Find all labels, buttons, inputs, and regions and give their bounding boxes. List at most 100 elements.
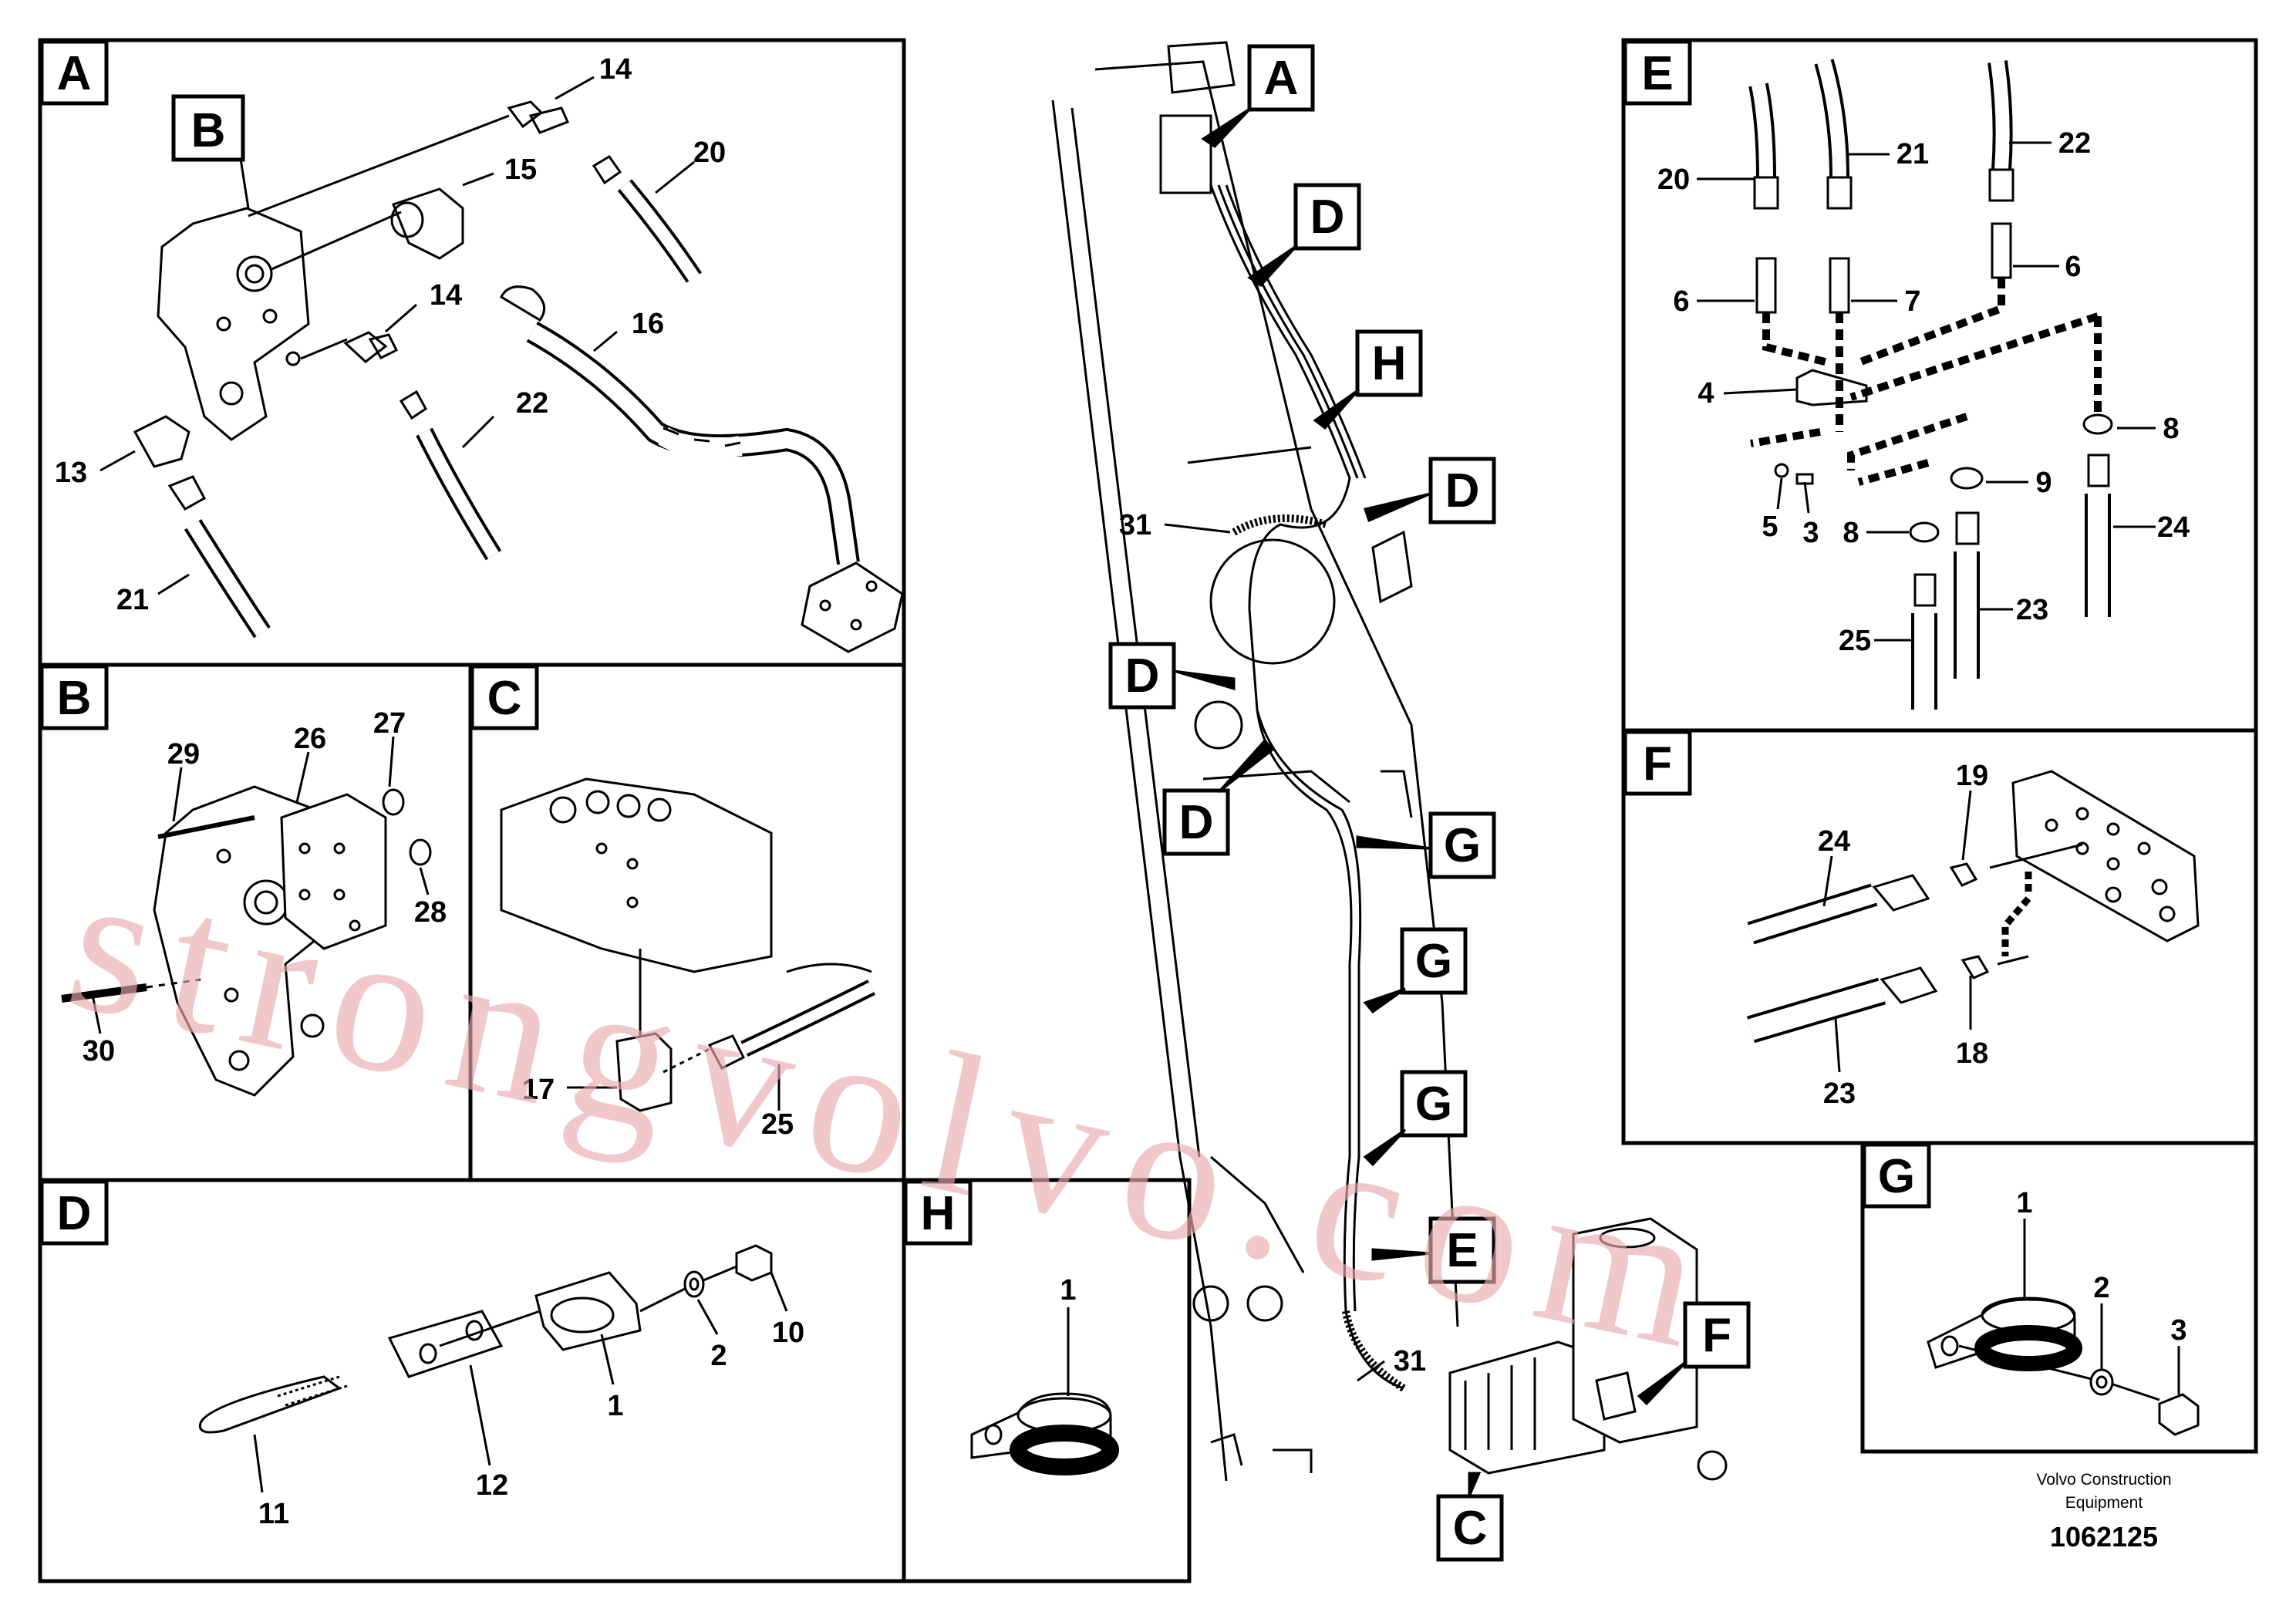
- part-label: 19: [1956, 760, 1988, 792]
- part-label: 10: [772, 1317, 804, 1349]
- credit-line-2: Equipment: [2065, 1494, 2143, 1512]
- overview-callout-e: E: [1446, 1224, 1478, 1277]
- part-label: 20: [693, 137, 726, 169]
- panel-a-title: A: [57, 47, 92, 100]
- part-label: 17: [522, 1074, 555, 1106]
- overview-callout-d: D: [1310, 191, 1345, 244]
- part-label: 21: [116, 584, 149, 616]
- part-label: 22: [2058, 127, 2091, 160]
- part-label: 6: [1673, 285, 1689, 318]
- part-label: 7: [1904, 285, 1920, 318]
- panel-c-leaders: [567, 1064, 781, 1111]
- panel-h-drawing: [970, 1392, 1119, 1475]
- overview-callout-d: D: [1179, 796, 1214, 849]
- overview-callout-f: F: [1702, 1309, 1731, 1362]
- panel-a-drawing: [133, 94, 904, 653]
- panel-h-frame: [902, 1178, 1192, 1583]
- overview-callout-boxes: [1108, 44, 1751, 1562]
- panel-g-leaders: [2023, 1219, 2180, 1394]
- part-label: 22: [516, 387, 548, 420]
- part-label: 8: [1843, 517, 1859, 549]
- part-label: 2: [710, 1340, 727, 1372]
- panel-d-title: D: [57, 1187, 92, 1240]
- part-label: 14: [599, 53, 632, 86]
- panel-f-part-labels: 24 19 18 23: [1818, 760, 1988, 1110]
- overview-callout-h: H: [1372, 337, 1407, 390]
- panel-d-leaders: [253, 1272, 788, 1493]
- part-label: 25: [1839, 625, 1871, 657]
- overview-callout-a: A: [1264, 52, 1299, 105]
- part-label: 1: [2016, 1187, 2032, 1219]
- panel-c-drawing: [500, 777, 875, 1112]
- panel-c-title: C: [487, 672, 522, 725]
- panel-g-title: G: [1878, 1150, 1915, 1203]
- part-label: 21: [1896, 138, 1929, 170]
- part-label: 5: [1762, 511, 1778, 543]
- part-label: 30: [83, 1035, 115, 1067]
- panel-b-leaders: [91, 736, 430, 1034]
- panel-g-frame: [1860, 1141, 2258, 1454]
- part-label: 8: [2163, 413, 2179, 445]
- part-label: 24: [2157, 511, 2190, 544]
- panel-f-leaders: [1822, 790, 1972, 1073]
- overview-callout-labels: A D H D D D G G G E F C: [1125, 52, 1731, 1555]
- panel-e-title: E: [1641, 47, 1673, 100]
- overview-drawing: [1051, 41, 1728, 1482]
- panel-d-part-labels: 2 10 1 12 11: [258, 1317, 804, 1530]
- panel-d-frame: [38, 1178, 906, 1583]
- part-label: 23: [2016, 594, 2048, 626]
- part-label: 31: [1119, 509, 1151, 541]
- panel-e-drawing: [1748, 59, 2113, 710]
- part-label: 1: [607, 1390, 623, 1422]
- panel-b-part-labels: 29 26 27 28 30: [83, 707, 447, 1067]
- panel-h-title: H: [921, 1187, 956, 1240]
- part-label: 9: [2035, 467, 2052, 499]
- overview-callout-d: D: [1125, 649, 1160, 703]
- part-label: 29: [167, 738, 200, 771]
- part-label: 4: [1698, 377, 1714, 410]
- panel-a-callout-b: B: [191, 104, 226, 157]
- panel-a-part-labels: 14 15 20 14 16 22 13 21: [55, 53, 726, 616]
- part-label: 31: [1394, 1345, 1426, 1378]
- part-label: 15: [504, 153, 537, 186]
- part-label: 18: [1956, 1037, 1988, 1070]
- part-label: 1: [1060, 1274, 1076, 1307]
- panel-f-title: F: [1643, 737, 1672, 791]
- panel-g-drawing: [1927, 1297, 2200, 1436]
- panel-e-frame: [1621, 38, 2258, 733]
- overview-callout-g: G: [1415, 935, 1452, 988]
- panel-g-part-labels: 1 2 3: [2016, 1187, 2186, 1347]
- panel-b-title: B: [57, 672, 92, 725]
- panel-a-leaders: [99, 76, 695, 595]
- part-label: 13: [55, 457, 87, 489]
- part-label: 25: [761, 1108, 794, 1141]
- part-label: 2: [2093, 1272, 2109, 1304]
- document-number: 1062125: [2050, 1521, 2158, 1553]
- part-label: 24: [1818, 825, 1850, 858]
- panel-e-leaders: [1697, 141, 2156, 642]
- part-label: 23: [1823, 1077, 1856, 1110]
- part-label: 20: [1657, 164, 1690, 196]
- panel-e-part-labels: 20 21 22 6 7 6 4 8 9 5 3 8 24 23 25: [1657, 127, 2190, 657]
- overview-callout-g: G: [1444, 819, 1481, 872]
- panel-title-boxes: [39, 39, 1931, 1246]
- panel-b-drawing: [61, 785, 432, 1097]
- part-label: 3: [2170, 1314, 2186, 1347]
- part-label: 6: [2065, 251, 2081, 283]
- part-label: 12: [476, 1469, 508, 1502]
- part-label: 26: [294, 723, 326, 755]
- overview-callout-d: D: [1445, 464, 1480, 518]
- overview-callout-c: C: [1453, 1502, 1488, 1555]
- part-label: 3: [1802, 517, 1819, 549]
- credit-line-1: Volvo Construction: [2036, 1471, 2171, 1489]
- part-label: 14: [430, 279, 462, 312]
- panel-d-drawing: [198, 1244, 773, 1434]
- overview-callout-pointers: [1173, 106, 1688, 1497]
- panel-a-frame: [38, 38, 906, 667]
- panel-f-drawing: [1746, 770, 2200, 1044]
- overview-callout-g: G: [1415, 1077, 1452, 1131]
- watermark: strongvolvo.com: [52, 828, 1739, 1394]
- part-label: 11: [258, 1498, 289, 1530]
- part-label: 16: [632, 308, 664, 340]
